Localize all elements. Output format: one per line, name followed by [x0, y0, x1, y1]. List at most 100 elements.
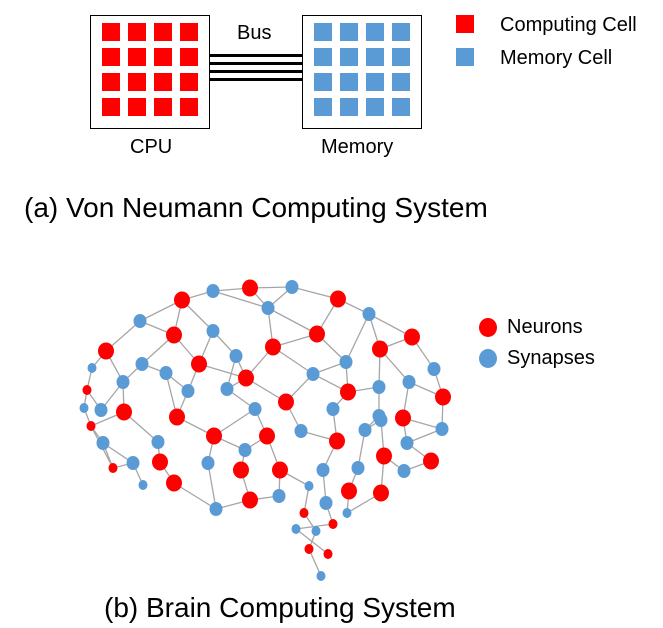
computing-cell: [128, 48, 146, 66]
synapse-node: [351, 461, 365, 475]
synapse-node: [319, 496, 333, 510]
neuron-node: [340, 383, 356, 401]
synapse-node: [397, 464, 411, 478]
synapse-node: [316, 463, 330, 477]
synapse-node: [220, 382, 234, 396]
neuron-node: [242, 491, 258, 509]
neuron-node: [242, 279, 258, 297]
neuron-node: [169, 408, 185, 426]
memory-cell: [340, 23, 358, 41]
synapse-node: [326, 402, 340, 416]
neuron-node: [329, 432, 345, 450]
memory-cell: [366, 48, 384, 66]
neuron-legend-dot: [479, 318, 497, 337]
synapse-legend-dot: [479, 349, 497, 368]
neuron-node: [299, 508, 309, 518]
synapse-node: [306, 367, 320, 381]
synapse-node: [151, 435, 165, 449]
synapse-node: [339, 355, 353, 369]
neuron-node: [278, 393, 294, 411]
connection-edge: [212, 290, 269, 309]
synapse-node: [96, 436, 110, 450]
neuron-node: [206, 427, 222, 445]
neuron-node: [82, 385, 92, 395]
synapse-legend-label: Synapses: [507, 347, 595, 369]
neuron-node: [309, 325, 325, 343]
connection-edge: [213, 408, 256, 437]
synapse-node: [272, 489, 286, 503]
synapse-node: [238, 443, 252, 457]
synapse-node: [135, 357, 149, 371]
bus-line-4: [209, 78, 302, 81]
connection-edge: [308, 548, 322, 577]
neuron-legend-label: Neurons: [507, 316, 583, 338]
neuron-node: [395, 409, 411, 427]
memory-cell: [314, 48, 332, 66]
neuron-node: [233, 461, 249, 479]
neuron-node: [174, 291, 190, 309]
synapse-node: [79, 403, 89, 413]
synapse-node: [400, 436, 414, 450]
memory-cell: [392, 98, 410, 116]
computing-cell: [102, 73, 120, 91]
memory-cell-legend-swatch: [456, 48, 474, 66]
neuron-node: [423, 452, 439, 470]
computing-cell: [102, 23, 120, 41]
neuron-node: [238, 369, 254, 387]
memory-cell: [366, 73, 384, 91]
neuron-node: [98, 342, 114, 360]
synapse-node: [126, 456, 140, 470]
synapse-node: [159, 366, 173, 380]
von-neumann-caption: (a) Von Neumann Computing System: [24, 192, 488, 223]
neuron-node: [404, 328, 420, 346]
synapse-node: [261, 301, 275, 315]
computing-cell: [180, 48, 198, 66]
connection-edge: [207, 462, 217, 510]
memory-cell: [340, 98, 358, 116]
neuron-node: [330, 290, 346, 308]
computing-cell: [128, 23, 146, 41]
computing-cell: [102, 48, 120, 66]
neuron-node: [304, 544, 314, 554]
synapse-node: [342, 508, 352, 518]
neuron-node: [166, 474, 182, 492]
neuron-node: [323, 549, 333, 559]
synapse-node: [304, 481, 314, 491]
memory-cell: [314, 98, 332, 116]
memory-cell: [366, 23, 384, 41]
memory-cell: [340, 73, 358, 91]
computing-cell: [180, 73, 198, 91]
neuron-node: [191, 355, 207, 373]
computing-cell: [128, 73, 146, 91]
neuron-node: [373, 484, 389, 502]
connection-edge: [295, 528, 329, 555]
synapse-node: [87, 363, 97, 373]
computing-cell: [180, 23, 198, 41]
bus-line-2: [209, 62, 302, 65]
computing-cell: [154, 98, 172, 116]
neuron-node: [272, 461, 288, 479]
synapse-node: [206, 324, 220, 338]
memory-cell: [314, 73, 332, 91]
synapse-node: [206, 284, 220, 298]
memory-cell: [392, 73, 410, 91]
neuron-node: [265, 338, 281, 356]
computing-cell: [128, 98, 146, 116]
synapse-node: [435, 422, 449, 436]
brain-caption: (b) Brain Computing System: [104, 592, 456, 623]
neuron-node: [86, 421, 96, 431]
neuron-node: [116, 403, 132, 421]
neuron-node: [166, 326, 182, 344]
synapse-node: [291, 524, 301, 534]
synapse-node: [201, 456, 215, 470]
connection-edge: [345, 313, 370, 363]
neuron-node: [435, 388, 451, 406]
memory-cell: [392, 48, 410, 66]
bus-label: Bus: [237, 22, 272, 44]
synapse-node: [427, 362, 441, 376]
neuron-node: [376, 447, 392, 465]
synapse-node: [94, 403, 108, 417]
memory-label: Memory: [321, 136, 394, 158]
neuron-node: [328, 519, 338, 529]
computing-cell-legend-label: Computing Cell: [500, 14, 637, 36]
